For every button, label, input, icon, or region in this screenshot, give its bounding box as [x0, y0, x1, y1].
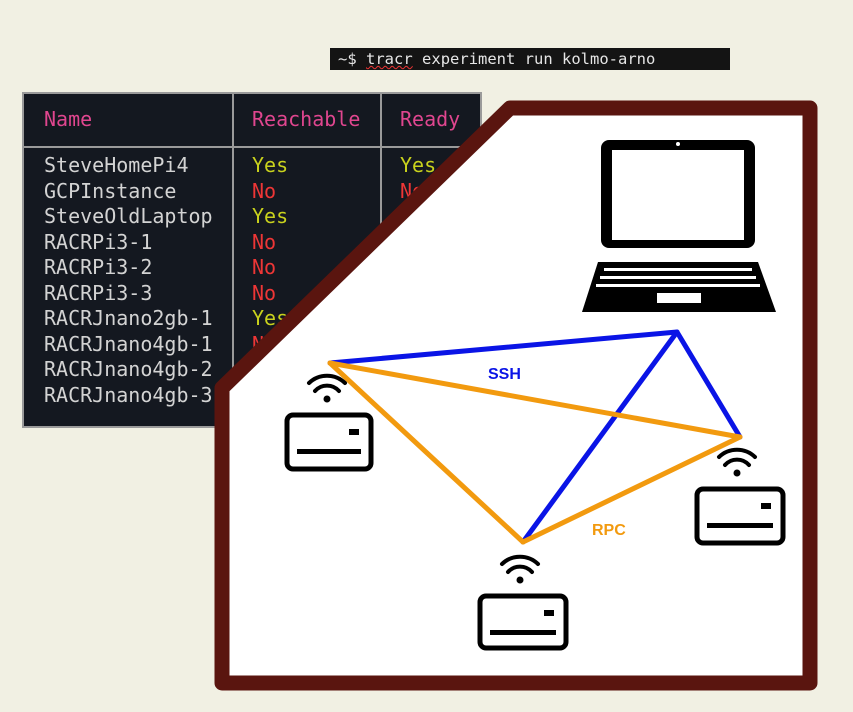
wireless-device-icon — [284, 373, 374, 472]
wireless-device-icon — [477, 554, 569, 651]
reachable-status: No — [252, 280, 277, 305]
wireless-device-icon — [694, 447, 786, 546]
rpc-link — [327, 360, 526, 545]
table-row: RACRPi3-1 No — [24, 230, 480, 256]
table-row: SteveOldLaptop Yes — [24, 204, 480, 230]
device-name: RACRJnano4gb-1 — [44, 331, 213, 356]
table-row: RACRJnano4gb-3 — [24, 383, 480, 409]
device-name: GCPInstance — [44, 178, 177, 203]
reachable-status: No — [252, 255, 277, 279]
ssh-links — [327, 329, 743, 545]
ready-status: Yes — [400, 153, 437, 177]
reachable-status: Yes — [252, 204, 289, 228]
reachable-status: No — [252, 229, 277, 254]
command-program: tracr — [366, 50, 413, 68]
table-row: SteveHomePi4 Yes Yes — [24, 153, 480, 179]
device-name: RACRPi3-3 — [44, 280, 153, 305]
ssh-link — [674, 329, 743, 440]
device-name: RACRJnano2gb-1 — [44, 306, 213, 330]
header-name: Name — [44, 107, 93, 131]
ssh-label: SSH — [488, 366, 521, 383]
ssh-link — [520, 329, 680, 545]
terminal-command: ~$ tracr experiment run kolmo-arno — [330, 48, 730, 70]
laptop-icon — [582, 140, 776, 312]
device-name: RACRPi3-2 — [44, 255, 153, 279]
table-row: RACRPi3-3 No — [24, 281, 480, 307]
device-name: RACRJnano4gb-3 — [44, 382, 213, 407]
device-name: RACRPi3-1 — [44, 229, 153, 254]
rpc-link — [327, 360, 743, 440]
table-row: RACRPi3-2 No — [24, 255, 480, 281]
table-header: Name Reachable Ready — [24, 94, 480, 148]
reachable-status: No — [252, 178, 277, 203]
header-ready: Ready — [400, 107, 461, 131]
reachable-status: Yes — [252, 153, 289, 177]
rpc-link — [520, 434, 743, 545]
device-name: RACRJnano4gb-2 — [44, 357, 213, 381]
device-name: SteveHomePi4 — [44, 153, 189, 177]
table-row: RACRJnano4gb-2 — [24, 357, 480, 383]
command-prompt: ~$ — [338, 50, 357, 68]
rpc-label: RPC — [592, 522, 626, 539]
ssh-link — [327, 329, 680, 366]
header-reachable: Reachable — [252, 107, 361, 131]
device-name: SteveOldLaptop — [44, 204, 213, 228]
column-divider — [232, 94, 234, 426]
rpc-links — [327, 360, 743, 545]
command-args: experiment run kolmo-arno — [422, 50, 656, 68]
